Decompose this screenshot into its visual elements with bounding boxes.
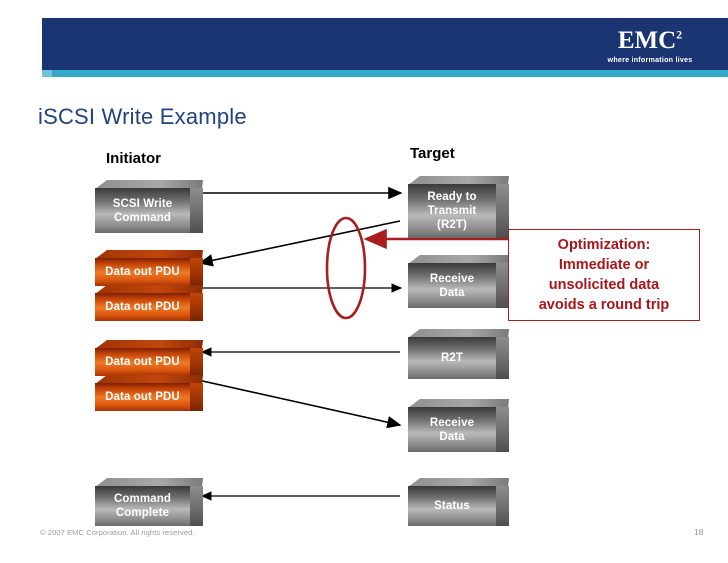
- box-ready-to-transmit[interactable]: Ready to Transmit (R2T): [408, 176, 509, 238]
- box-label-line2: Transmit: [427, 205, 477, 217]
- box-side-face: [496, 184, 509, 238]
- box-side-face: [190, 486, 203, 526]
- box-data-out-pdu-4[interactable]: Data out PDU: [95, 375, 203, 411]
- box-label-line1: Data out PDU: [105, 356, 180, 368]
- emc-logo-superscript: 2: [676, 27, 683, 42]
- arrow-r2t-to-data-out: [198, 220, 401, 267]
- box-label-line1: Receive: [429, 272, 475, 285]
- column-label-initiator: Initiator: [106, 150, 161, 167]
- box-top-face: [95, 285, 203, 294]
- box-side-face: [190, 348, 203, 376]
- box-label-line1: Data out PDU: [105, 266, 180, 278]
- box-side-face: [496, 337, 509, 379]
- box-command-complete[interactable]: Command Complete: [95, 478, 203, 526]
- box-top-face: [408, 478, 509, 487]
- box-label-line2: Command: [114, 211, 171, 224]
- footer-page-number: 18: [694, 527, 704, 537]
- box-label-line1: Receive: [429, 416, 475, 429]
- box-face: R2T: [408, 337, 496, 379]
- box-receive-data-2[interactable]: Receive Data: [408, 399, 509, 452]
- box-side-face: [190, 188, 203, 233]
- header-accent-line: [42, 70, 728, 77]
- box-face: Status: [408, 486, 496, 526]
- box-face: Data out PDU: [95, 383, 190, 411]
- box-label-line1: Command: [114, 493, 171, 505]
- box-label-line2: Complete: [115, 507, 170, 519]
- page-title: iSCSI Write Example: [38, 104, 247, 129]
- box-side-face: [190, 293, 203, 321]
- box-face: Data out PDU: [95, 258, 190, 286]
- box-status[interactable]: Status: [408, 478, 509, 526]
- box-top-face: [408, 255, 509, 264]
- box-label-line1: Ready to: [427, 191, 477, 203]
- box-side-face: [190, 383, 203, 411]
- box-top-face: [408, 329, 509, 338]
- box-face: Data out PDU: [95, 293, 190, 321]
- arrow-data-out-to-receive-2: [197, 379, 402, 429]
- initiator-label-text: Initiator: [106, 150, 161, 167]
- box-face: Ready to Transmit (R2T): [408, 184, 496, 238]
- box-label-line1: SCSI Write: [112, 197, 173, 210]
- footer-copyright: © 2007 EMC Corporation. All rights reser…: [40, 528, 195, 537]
- box-top-face: [95, 375, 203, 384]
- box-top-face: [95, 250, 203, 259]
- optimization-callout: Optimization: Immediate or unsolicited d…: [508, 229, 700, 321]
- box-label-line1: Data out PDU: [105, 301, 180, 313]
- box-label-line1: Status: [434, 500, 470, 512]
- box-label-line3: (R2T): [437, 219, 467, 231]
- emc-logo: EMC2 where information lives: [600, 28, 700, 68]
- box-data-out-pdu-3[interactable]: Data out PDU: [95, 340, 203, 376]
- box-face: Receive Data: [408, 407, 496, 452]
- box-side-face: [496, 486, 509, 526]
- header-accent-tab: [42, 70, 52, 77]
- box-label-line1: Data out PDU: [105, 391, 180, 403]
- box-top-face: [95, 478, 203, 487]
- callout-line-2: Immediate or: [558, 257, 650, 273]
- box-top-face: [408, 399, 509, 408]
- box-label-line1: R2T: [440, 352, 464, 364]
- callout-line-1: Optimization:: [557, 237, 651, 253]
- box-side-face: [190, 258, 203, 286]
- box-r2t[interactable]: R2T: [408, 329, 509, 379]
- box-side-face: [496, 263, 509, 308]
- box-side-face: [496, 407, 509, 452]
- ellipse-annotation: [325, 216, 367, 320]
- box-top-face: [408, 176, 509, 185]
- callout-line-3: unsolicited data: [548, 277, 660, 293]
- emc-logo-tagline: where information lives: [607, 55, 693, 64]
- emc-logo-wordmark: EMC: [617, 27, 677, 54]
- box-data-out-pdu-2[interactable]: Data out PDU: [95, 285, 203, 321]
- box-face: Data out PDU: [95, 348, 190, 376]
- header-band: [42, 18, 728, 70]
- box-top-face: [95, 180, 203, 189]
- callout-line-4: avoids a round trip: [538, 297, 670, 313]
- box-top-face: [95, 340, 203, 349]
- box-receive-data-1[interactable]: Receive Data: [408, 255, 509, 308]
- box-face: SCSI Write Command: [95, 188, 190, 233]
- box-face: Command Complete: [95, 486, 190, 526]
- box-data-out-pdu-1[interactable]: Data out PDU: [95, 250, 203, 286]
- column-label-target: Target: [410, 145, 455, 162]
- box-label-line2: Data: [439, 430, 465, 443]
- box-face: Receive Data: [408, 263, 496, 308]
- box-label-line2: Data: [439, 286, 465, 299]
- box-scsi-write-command[interactable]: SCSI Write Command: [95, 180, 203, 233]
